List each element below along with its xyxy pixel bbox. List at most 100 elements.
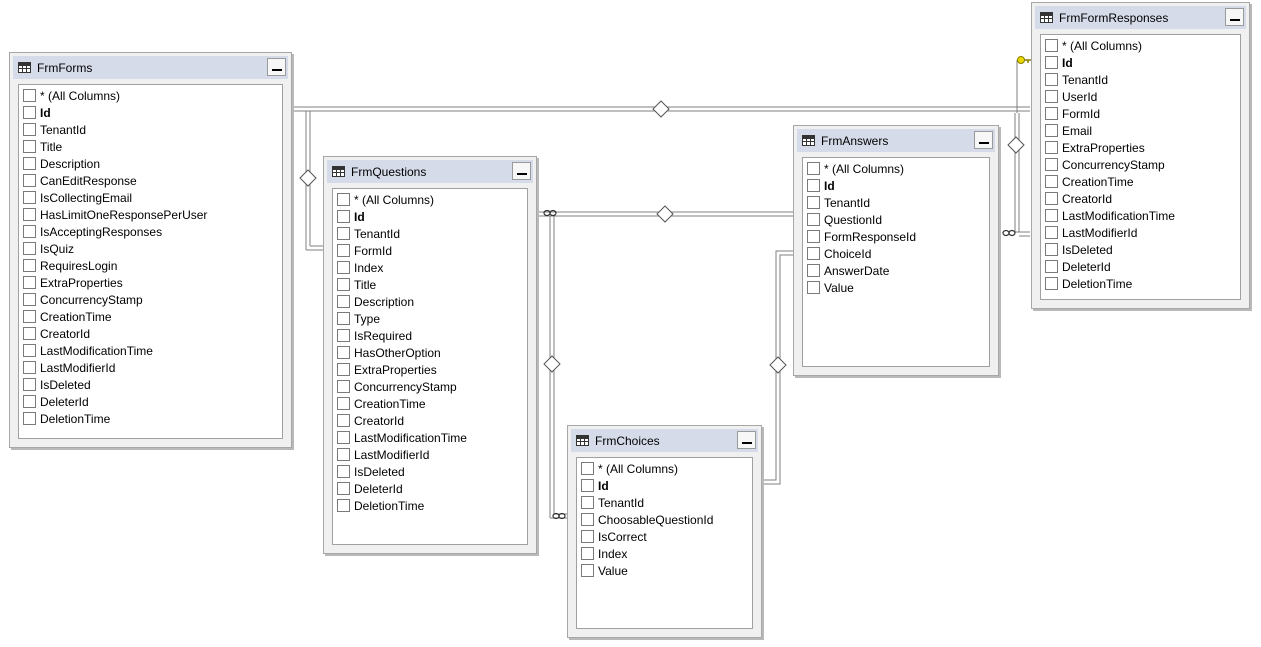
column-row[interactable]: UserId [1041,88,1240,105]
column-checkbox[interactable] [337,261,350,274]
column-checkbox[interactable] [337,278,350,291]
column-checkbox[interactable] [581,530,594,543]
minimize-button[interactable] [737,431,756,449]
column-row[interactable]: TenantId [333,225,527,242]
column-checkbox[interactable] [581,479,594,492]
column-checkbox[interactable] [1045,141,1058,154]
column-row[interactable]: LastModifierId [19,359,282,376]
column-checkbox[interactable] [23,361,36,374]
column-checkbox[interactable] [581,513,594,526]
column-checkbox[interactable] [337,329,350,342]
column-row[interactable]: Description [19,155,282,172]
column-checkbox[interactable] [337,193,350,206]
column-checkbox[interactable] [807,230,820,243]
column-row[interactable]: * (All Columns) [333,191,527,208]
column-row[interactable]: FormId [1041,105,1240,122]
column-row[interactable]: TenantId [19,121,282,138]
column-row[interactable]: Index [333,259,527,276]
column-checkbox[interactable] [807,281,820,294]
column-row[interactable]: IsDeleted [1041,241,1240,258]
column-row[interactable]: ConcurrencyStamp [333,378,527,395]
column-row[interactable]: IsAcceptingResponses [19,223,282,240]
column-checkbox[interactable] [23,174,36,187]
column-row[interactable]: QuestionId [803,211,989,228]
column-checkbox[interactable] [807,264,820,277]
column-checkbox[interactable] [337,397,350,410]
column-row[interactable]: CreationTime [333,395,527,412]
column-row[interactable]: CreatorId [1041,190,1240,207]
column-row[interactable]: RequiresLogin [19,257,282,274]
column-checkbox[interactable] [1045,39,1058,52]
column-row[interactable]: IsCorrect [577,528,752,545]
column-checkbox[interactable] [581,462,594,475]
column-row[interactable]: TenantId [1041,71,1240,88]
column-checkbox[interactable] [1045,175,1058,188]
column-checkbox[interactable] [23,140,36,153]
column-row[interactable]: Value [803,279,989,296]
column-row[interactable]: * (All Columns) [803,160,989,177]
column-checkbox[interactable] [807,162,820,175]
column-row[interactable]: Email [1041,122,1240,139]
column-row[interactable]: * (All Columns) [577,460,752,477]
column-row[interactable]: CreationTime [1041,173,1240,190]
column-row[interactable]: DeleterId [333,480,527,497]
column-checkbox[interactable] [23,191,36,204]
column-row[interactable]: ChoosableQuestionId [577,511,752,528]
column-checkbox[interactable] [1045,158,1058,171]
column-row[interactable]: IsQuiz [19,240,282,257]
column-row[interactable]: Id [1041,54,1240,71]
column-row[interactable]: HasLimitOneResponsePerUser [19,206,282,223]
column-checkbox[interactable] [23,412,36,425]
column-checkbox[interactable] [23,208,36,221]
column-row[interactable]: Value [577,562,752,579]
column-row[interactable]: LastModificationTime [333,429,527,446]
column-row[interactable]: Type [333,310,527,327]
column-checkbox[interactable] [337,414,350,427]
column-row[interactable]: CreatorId [19,325,282,342]
column-checkbox[interactable] [581,564,594,577]
column-checkbox[interactable] [1045,124,1058,137]
column-row[interactable]: FormId [333,242,527,259]
column-checkbox[interactable] [337,482,350,495]
column-checkbox[interactable] [1045,90,1058,103]
column-checkbox[interactable] [337,380,350,393]
column-checkbox[interactable] [1045,56,1058,69]
column-row[interactable]: IsRequired [333,327,527,344]
column-checkbox[interactable] [23,293,36,306]
column-row[interactable]: IsDeleted [19,376,282,393]
column-checkbox[interactable] [23,378,36,391]
column-row[interactable]: HasOtherOption [333,344,527,361]
column-row[interactable]: DeleterId [19,393,282,410]
column-checkbox[interactable] [23,395,36,408]
column-checkbox[interactable] [1045,260,1058,273]
column-checkbox[interactable] [1045,209,1058,222]
column-row[interactable]: Id [333,208,527,225]
column-row[interactable]: LastModifierId [1041,224,1240,241]
column-checkbox[interactable] [23,242,36,255]
column-checkbox[interactable] [337,499,350,512]
column-row[interactable]: Id [577,477,752,494]
column-row[interactable]: FormResponseId [803,228,989,245]
column-checkbox[interactable] [337,363,350,376]
column-row[interactable]: LastModifierId [333,446,527,463]
column-checkbox[interactable] [1045,226,1058,239]
column-row[interactable]: LastModificationTime [19,342,282,359]
column-row[interactable]: CreationTime [19,308,282,325]
column-row[interactable]: ExtraProperties [333,361,527,378]
column-row[interactable]: ExtraProperties [19,274,282,291]
column-checkbox[interactable] [337,448,350,461]
column-checkbox[interactable] [1045,107,1058,120]
table-title-bar[interactable]: FrmForms [13,56,288,79]
column-checkbox[interactable] [23,89,36,102]
column-row[interactable]: IsDeleted [333,463,527,480]
column-checkbox[interactable] [337,312,350,325]
minimize-button[interactable] [1225,8,1244,26]
column-checkbox[interactable] [23,106,36,119]
column-checkbox[interactable] [807,179,820,192]
column-row[interactable]: LastModificationTime [1041,207,1240,224]
table-title-bar[interactable]: FrmAnswers [797,129,995,152]
